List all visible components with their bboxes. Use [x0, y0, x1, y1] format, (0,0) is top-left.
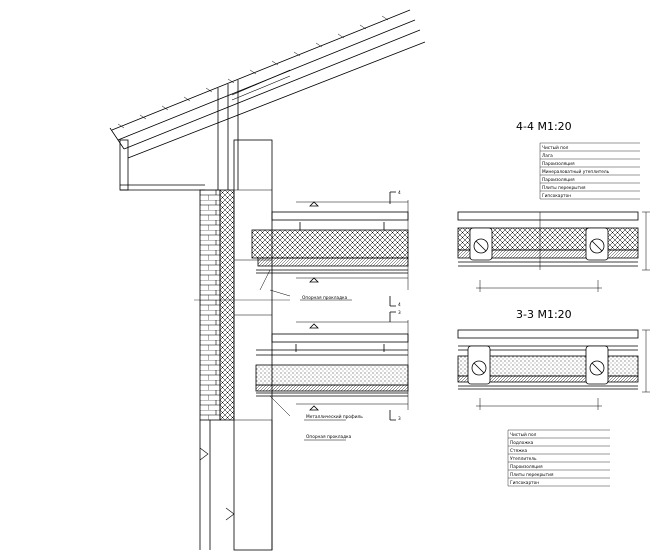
legend-3-3-row-5: Пароизоляция: [510, 464, 543, 470]
callouts: Опорная прокладка Металлический профиль …: [300, 295, 363, 441]
section-4-4: 4-4 M1:20 Чистый пол Лага Пароизоляция М…: [457, 120, 650, 292]
legend-3-3-row-4: Утеплитель: [510, 456, 537, 462]
legend-4-4-row-7: Гипсокартон: [542, 193, 571, 199]
legend-4-4-row-3: Пароизоляция: [542, 161, 575, 167]
callout-profile: Металлический профиль: [306, 413, 363, 420]
section-3-3: 3-3 M1:20 Чистый пол Подложка Стяжка Уте…: [457, 308, 650, 487]
legend-4-4-row-5: Пароизоляция: [542, 177, 575, 183]
legend-4-4-row-2: Лага: [542, 153, 553, 159]
cut-mark-3-bottom: 3: [398, 416, 401, 422]
floor-lower: [255, 320, 409, 417]
joist-right-3-3: [585, 345, 609, 385]
callout-pad-upper: Опорная прокладка: [302, 295, 348, 301]
section-3-3-title: 3-3 M1:20: [516, 308, 572, 321]
legend-3-3-row-3: Стяжка: [510, 448, 528, 454]
level-marks: [309, 201, 319, 411]
legend-3-3-row-7: Гипсокартон: [510, 480, 539, 486]
legend-4-4-row-1: Чистый пол: [542, 144, 569, 151]
callout-pad-lower: Опорная прокладка: [306, 434, 352, 440]
roof: [109, 9, 426, 191]
cut-marks: 4 4 3 3: [389, 190, 401, 422]
legend-4-4: Чистый пол Лага Пароизоляция Минераловат…: [539, 142, 640, 200]
legend-3-3: Чистый пол Подложка Стяжка Утеплитель Па…: [507, 429, 610, 487]
legend-3-3-row-1: Чистый пол: [510, 431, 537, 438]
wall: [194, 139, 290, 551]
legend-4-4-row-6: Плиты перекрытия: [542, 185, 586, 191]
cut-mark-3-top: 3: [398, 310, 401, 316]
floor-upper: [251, 200, 409, 297]
joist-left: [469, 227, 493, 261]
joist-left-3-3: [467, 345, 491, 385]
section-4-4-title: 4-4 M1:20: [516, 120, 572, 133]
legend-4-4-row-4: Минераловатный утеплитель: [542, 168, 610, 175]
cut-mark-4-bottom: 4: [398, 302, 401, 308]
legend-3-3-row-2: Подложка: [510, 440, 534, 446]
cut-mark-4-top: 4: [398, 190, 401, 196]
joist-right: [585, 227, 609, 261]
legend-3-3-row-6: Плиты перекрытия: [510, 472, 554, 478]
